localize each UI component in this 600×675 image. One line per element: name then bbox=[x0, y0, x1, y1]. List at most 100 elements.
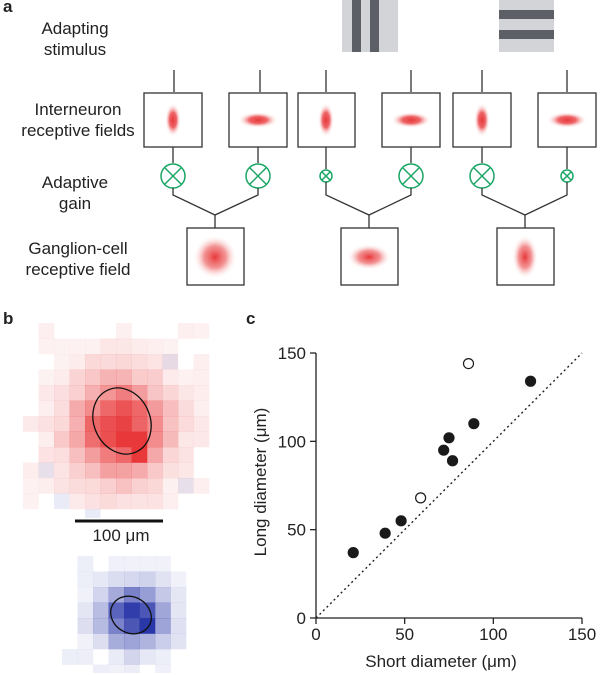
on-rf-pixel bbox=[100, 354, 117, 370]
data-point-filled bbox=[438, 444, 450, 456]
vertical-grating-stimulus bbox=[342, 0, 398, 52]
on-rf-pixel bbox=[131, 369, 148, 386]
label-adapting-line1: Adapting bbox=[41, 19, 109, 38]
on-rf-pixel bbox=[69, 478, 86, 494]
on-rf-pixel bbox=[162, 369, 179, 386]
on-rf-surround-pixel bbox=[38, 462, 54, 478]
on-rf-pixel bbox=[178, 462, 194, 479]
on-rf-pixel bbox=[178, 400, 194, 417]
gain-connectors bbox=[172, 147, 568, 169]
off-rf-pixel bbox=[62, 649, 78, 665]
on-rf-pixel bbox=[69, 338, 86, 355]
off-rf-pixel bbox=[93, 618, 109, 634]
on-rf-pixel bbox=[147, 400, 163, 417]
y-tick-label: 150 bbox=[278, 344, 306, 363]
on-rf-pixel bbox=[147, 447, 163, 463]
on-rf-pixel bbox=[147, 354, 163, 370]
on-rf-pixel bbox=[100, 338, 117, 355]
on-rf-pixel bbox=[54, 400, 70, 417]
on-rf-pixel bbox=[100, 462, 117, 479]
panel-b-letter: b bbox=[3, 309, 14, 328]
on-rf-pixel bbox=[38, 323, 55, 339]
off-rf-pixel bbox=[93, 571, 109, 588]
scale-bar bbox=[75, 519, 163, 523]
y-tick-label: 100 bbox=[278, 432, 306, 451]
on-rf-pixel bbox=[193, 478, 210, 494]
off-rf-pixel bbox=[170, 633, 187, 650]
off-rf-pixel bbox=[170, 571, 187, 588]
off-rf-pixel bbox=[155, 649, 171, 665]
y-tick-label: 0 bbox=[297, 609, 306, 628]
on-rf-pixel bbox=[54, 478, 70, 494]
on-rf-pixel bbox=[131, 400, 148, 417]
off-rf-pixel bbox=[139, 556, 156, 572]
on-rf-pixel bbox=[54, 447, 70, 463]
off-rf-pixel bbox=[155, 618, 171, 634]
on-rf-pixel bbox=[23, 416, 39, 432]
gain-multiplier-4 bbox=[398, 163, 424, 189]
on-rf-pixel bbox=[116, 400, 132, 417]
on-rf-pixel bbox=[38, 369, 55, 386]
on-rf-pixel bbox=[131, 478, 148, 494]
off-rf-pixel bbox=[77, 649, 94, 665]
label-adapting-stimulus: Adapting stimulus bbox=[5, 18, 145, 60]
on-rf-pixel bbox=[131, 493, 148, 510]
on-rf-pixel bbox=[116, 493, 132, 510]
off-rf-pixel bbox=[124, 633, 140, 650]
on-rf-pixel bbox=[178, 416, 194, 432]
on-rf-pixel bbox=[85, 354, 101, 370]
on-rf-pixel bbox=[38, 338, 55, 355]
on-rf-pixel bbox=[69, 447, 86, 463]
on-rf-pixel bbox=[131, 431, 148, 448]
x-tick-label: 150 bbox=[568, 625, 596, 644]
off-rf-pixel bbox=[124, 664, 140, 673]
on-rf-pixel bbox=[116, 447, 132, 463]
on-rf-pixel bbox=[131, 447, 148, 463]
off-cell-receptive-field-map bbox=[62, 556, 187, 673]
data-point-filled bbox=[524, 375, 537, 387]
on-cell-receptive-field-map bbox=[23, 323, 210, 518]
label-adapting-line2: stimulus bbox=[43, 40, 107, 59]
on-rf-pixel bbox=[178, 323, 194, 339]
on-rf-pixel bbox=[147, 462, 163, 479]
off-rf-pixel bbox=[155, 587, 171, 603]
off-rf-pixel bbox=[170, 618, 187, 634]
on-rf-pixel bbox=[85, 447, 101, 463]
data-point-filled bbox=[395, 515, 407, 527]
on-rf-pixel bbox=[116, 369, 132, 386]
on-rf-pixel bbox=[54, 369, 70, 386]
gain-multiplier-1 bbox=[160, 163, 186, 189]
on-rf-pixel bbox=[69, 385, 86, 401]
off-rf-pixel bbox=[108, 649, 125, 665]
on-rf-pixel bbox=[162, 478, 179, 494]
on-rf-pixel bbox=[131, 354, 148, 370]
on-rf-pixel bbox=[131, 462, 148, 479]
x-tick-label: 100 bbox=[479, 625, 507, 644]
x-tick-label: 50 bbox=[395, 625, 414, 644]
off-rf-pixel bbox=[108, 633, 125, 650]
off-rf-pixel bbox=[124, 618, 140, 634]
ganglion-rf-boxes bbox=[186, 227, 555, 286]
on-rf-pixel bbox=[85, 369, 101, 386]
data-point-filled bbox=[347, 547, 359, 559]
on-rf-pixel bbox=[162, 416, 179, 432]
off-rf-pixel bbox=[93, 602, 109, 619]
label-interneuron-line1: Interneuron bbox=[34, 100, 122, 119]
data-point-open bbox=[415, 492, 427, 504]
on-rf-pixel bbox=[38, 385, 55, 401]
off-rf-pixel bbox=[170, 602, 187, 619]
on-rf-pixel bbox=[162, 338, 179, 355]
on-rf-surround-pixel bbox=[178, 478, 194, 494]
on-rf-pixel bbox=[147, 369, 163, 386]
on-rf-pixel bbox=[38, 447, 55, 463]
on-rf-pixel bbox=[85, 431, 101, 448]
panel-c-letter: c bbox=[246, 309, 256, 328]
x-tick-label: 0 bbox=[311, 625, 320, 644]
off-rf-pixel bbox=[93, 587, 109, 603]
on-rf-pixel bbox=[116, 338, 132, 355]
off-rf-pixel bbox=[139, 633, 156, 650]
data-point-filled bbox=[468, 418, 480, 430]
data-point-filled bbox=[446, 455, 459, 467]
on-rf-pixel bbox=[85, 338, 101, 355]
off-rf-pixel bbox=[93, 664, 109, 673]
